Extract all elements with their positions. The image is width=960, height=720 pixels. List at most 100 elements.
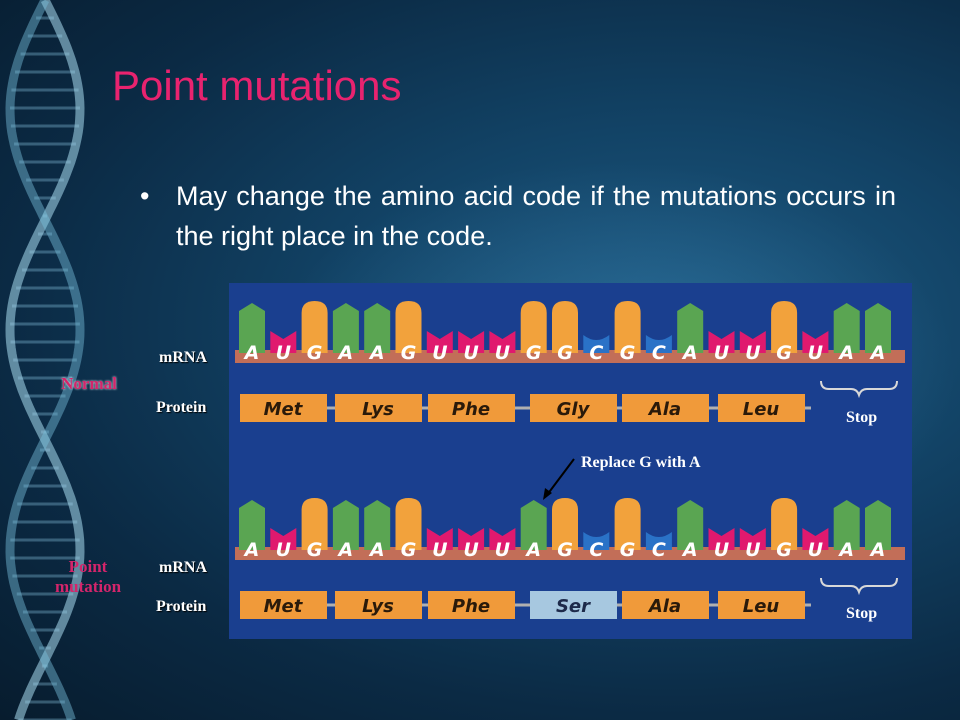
mutated-base-shape-12 [614,498,641,550]
normal-base-15: U [708,331,735,364]
mutated-amino-label-0: Met [264,596,304,617]
mutated-amino-box-5 [718,591,805,619]
mutated-base-shape-2 [301,498,328,550]
replace-arrow [546,458,575,496]
normal-base-6: U [426,331,453,364]
mutated-amino-acid-2: Phe [428,591,515,619]
mutated-base-letter-15: U [714,539,730,561]
mutated-base-letter-7: U [463,539,479,561]
normal-base-shape-8 [489,331,516,353]
replace-arrow-head [543,488,552,500]
mutated-base-18: U [802,528,829,561]
normal-amino-box-5 [718,394,805,422]
mutated-amino-acid-5: Leu [718,591,805,619]
mutated-base-letter-9: A [524,539,541,561]
normal-amino-box-1 [335,394,422,422]
normal-base-1: U [270,331,297,364]
normal-base-shape-4 [364,303,391,353]
mutated-base-13: C [645,532,672,561]
normal-base-0: A [239,303,265,364]
mutated-amino-acid-0: Met [240,591,327,619]
normal-base-12: G [614,301,641,364]
normal-base-letter-10: G [557,342,573,364]
normal-base-shape-16 [739,331,766,353]
normal-base-8: U [489,331,516,364]
mutated-base-letter-14: A [681,539,698,561]
mutated-base-shape-19 [833,500,860,550]
mutated-base-shape-18 [802,528,829,550]
normal-base-shape-5 [395,301,422,353]
mutated-base-letter-2: G [307,539,323,561]
dna-helix-decoration [5,0,85,720]
normal-base-9: G [520,301,547,364]
mutated-mrna-backbone [235,547,905,560]
mutated-base-letter-20: A [869,539,886,561]
mutated-base-letter-18: U [808,539,824,561]
normal-base-10: G [552,301,578,364]
bullet-text: May change the amino acid code if the mu… [176,181,896,251]
normal-base-14: A [677,303,704,364]
mutated-base-shape-3 [332,500,359,550]
normal-base-5: G [395,301,422,364]
mutated-amino-label-5: Leu [743,596,780,617]
mutated-base-letter-19: A [837,539,854,561]
slide-title: Point mutations [112,62,402,109]
normal-amino-acid-4: Ala [622,394,709,422]
normal-base-letter-5: G [401,342,417,364]
mutated-base-shape-16 [739,528,766,550]
mutated-base-shape-11 [583,532,610,550]
mutated-base-shape-13 [645,532,672,550]
mrna-label-mutated: mRNA [159,559,207,576]
normal-amino-label-4: Ala [647,399,681,420]
normal-base-letter-3: A [337,342,354,364]
mutated-base-20: A [865,500,891,561]
normal-base-shape-9 [520,301,547,353]
mutated-amino-box-0 [240,591,327,619]
mutated-base-19: A [833,500,860,561]
normal-base-shape-2 [301,301,328,353]
normal-label: Normal [61,374,117,393]
replace-label: Replace G with A [581,454,701,471]
mutated-base-15: U [708,528,735,561]
normal-amino-box-4 [622,394,709,422]
normal-base-letter-2: G [307,342,323,364]
normal-base-shape-1 [270,331,297,353]
normal-base-shape-18 [802,331,829,353]
normal-base-4: A [364,303,391,364]
mutated-amino-label-1: Lys [362,596,394,617]
normal-base-shape-7 [458,331,485,353]
mutated-base-letter-5: G [401,539,417,561]
normal-base-shape-19 [833,303,860,353]
mutated-base-letter-8: U [495,539,511,561]
normal-amino-label-3: Gly [557,399,591,420]
normal-amino-acid-0: Met [240,394,327,422]
normal-base-16: U [739,331,766,364]
mutated-base-letter-3: A [337,539,354,561]
normal-base-letter-8: U [495,342,511,364]
mutated-base-2: G [301,498,328,561]
normal-base-letter-12: G [620,342,636,364]
mutated-base-letter-1: U [276,539,292,561]
mutated-base-3: A [332,500,359,561]
normal-base-shape-3 [332,303,359,353]
mutated-base-1: U [270,528,297,561]
mutated-base-12: G [614,498,641,561]
stop-label-mutated: Stop [846,605,878,622]
normal-base-18: U [802,331,829,364]
mutated-base-letter-6: U [432,539,448,561]
normal-base-letter-11: C [589,342,603,364]
normal-base-shape-6 [426,331,453,353]
normal-base-20: A [865,303,891,364]
normal-base-letter-14: A [681,342,698,364]
normal-amino-box-2 [428,394,515,422]
normal-base-11: C [583,335,610,364]
mutated-stop-brace [820,577,898,596]
mutated-base-16: U [739,528,766,561]
normal-base-7: U [458,331,485,364]
mutated-base-shape-0 [239,500,265,550]
mutated-base-shape-14 [677,500,704,550]
normal-base-letter-13: C [652,342,666,364]
normal-amino-label-5: Leu [743,399,780,420]
